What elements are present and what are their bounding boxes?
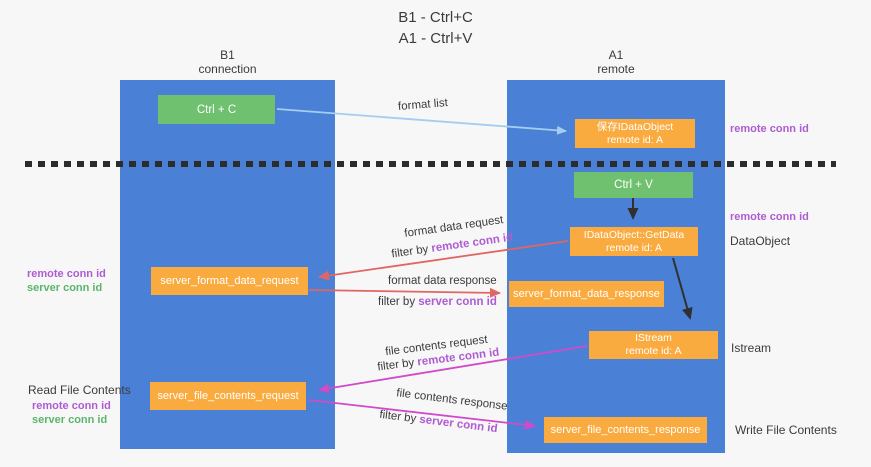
legend1-server-conn-id: server conn id bbox=[27, 282, 103, 294]
lifeline-b1-subtitle: connection bbox=[198, 62, 257, 76]
node-istream-line1: IStream bbox=[635, 332, 672, 344]
lifeline-b1-title: B1 bbox=[220, 48, 235, 62]
annotation-read-file-contents: Read File Contents bbox=[28, 383, 131, 397]
node-idataobject-getdata: IDataObject::GetData remote id: A bbox=[570, 227, 698, 256]
node-getdata-line1: IDataObject::GetData bbox=[583, 228, 685, 241]
annotation-remote-conn-id-mid: remote conn id bbox=[730, 211, 809, 223]
filter-prefix: filter by bbox=[376, 356, 419, 374]
edge-filter-file-response: filter by server conn id bbox=[379, 409, 498, 435]
node-format-request-label: server_format_data_request bbox=[160, 275, 299, 287]
node-server-file-contents-request: server_file_contents_request bbox=[150, 382, 306, 410]
edge-label-format-list: format list bbox=[397, 97, 449, 113]
edge-label-file-contents-response: file contents response bbox=[395, 387, 509, 413]
title-line-2: A1 - Ctrl+V bbox=[398, 30, 473, 47]
filter-prefix: filter by bbox=[390, 242, 433, 261]
node-saved-idataobject-line1: 保存IDataObject bbox=[596, 120, 674, 133]
node-server-format-data-response: server_format_data_response bbox=[509, 281, 664, 307]
annotation-write-file-contents: Write File Contents bbox=[735, 423, 837, 437]
edge-label-format-data-response: format data response bbox=[388, 275, 497, 287]
node-istream: IStream remote id: A bbox=[589, 331, 718, 359]
node-server-format-data-request: server_format_data_request bbox=[151, 267, 308, 295]
annotation-dataobject: DataObject bbox=[730, 234, 791, 248]
node-server-file-contents-response: server_file_contents_response bbox=[544, 417, 707, 443]
filter-key-server-conn-id: server conn id bbox=[418, 413, 499, 436]
node-istream-line2: remote id: A bbox=[625, 345, 682, 357]
edge-filter-format-response: filter by server conn id bbox=[378, 296, 497, 308]
node-ctrl-c: Ctrl + C bbox=[158, 95, 275, 124]
filter-prefix: filter by bbox=[378, 408, 421, 426]
annotation-istream: Istream bbox=[731, 341, 772, 355]
node-saved-idataobject: 保存IDataObject remote id: A bbox=[575, 119, 695, 148]
lifeline-header-a1: A1 remote bbox=[507, 48, 725, 76]
filter-prefix: filter by bbox=[378, 296, 419, 308]
filter-key-remote-conn-id: remote conn id bbox=[430, 231, 514, 255]
arrow-format-data-response bbox=[308, 287, 501, 298]
node-file-response-label: server_file_contents_response bbox=[550, 424, 701, 436]
legend2-remote-conn-id: remote conn id bbox=[32, 400, 111, 412]
annotation-remote-conn-id-top: remote conn id bbox=[730, 123, 809, 135]
node-getdata-line2: remote id: A bbox=[605, 241, 663, 254]
node-saved-idataobject-line2: remote id: A bbox=[606, 133, 664, 146]
legend1-remote-conn-id: remote conn id bbox=[27, 268, 106, 280]
node-ctrl-v-label: Ctrl + V bbox=[614, 179, 653, 191]
filter-key-server-conn-id: server conn id bbox=[418, 296, 497, 308]
lifeline-a1-subtitle: remote bbox=[597, 62, 635, 76]
diagram-title: B1 - Ctrl+C A1 - Ctrl+V bbox=[0, 7, 871, 49]
node-ctrl-c-label: Ctrl + C bbox=[196, 103, 237, 116]
legend2-server-conn-id: server conn id bbox=[32, 414, 108, 426]
node-ctrl-v: Ctrl + V bbox=[574, 172, 693, 198]
node-format-response-label: server_format_data_response bbox=[513, 288, 660, 300]
lifeline-header-b1: B1 connection bbox=[120, 48, 335, 76]
node-file-request-label: server_file_contents_request bbox=[157, 390, 299, 402]
title-line-1: B1 - Ctrl+C bbox=[398, 9, 473, 26]
lifeline-a1-title: A1 bbox=[608, 48, 624, 62]
